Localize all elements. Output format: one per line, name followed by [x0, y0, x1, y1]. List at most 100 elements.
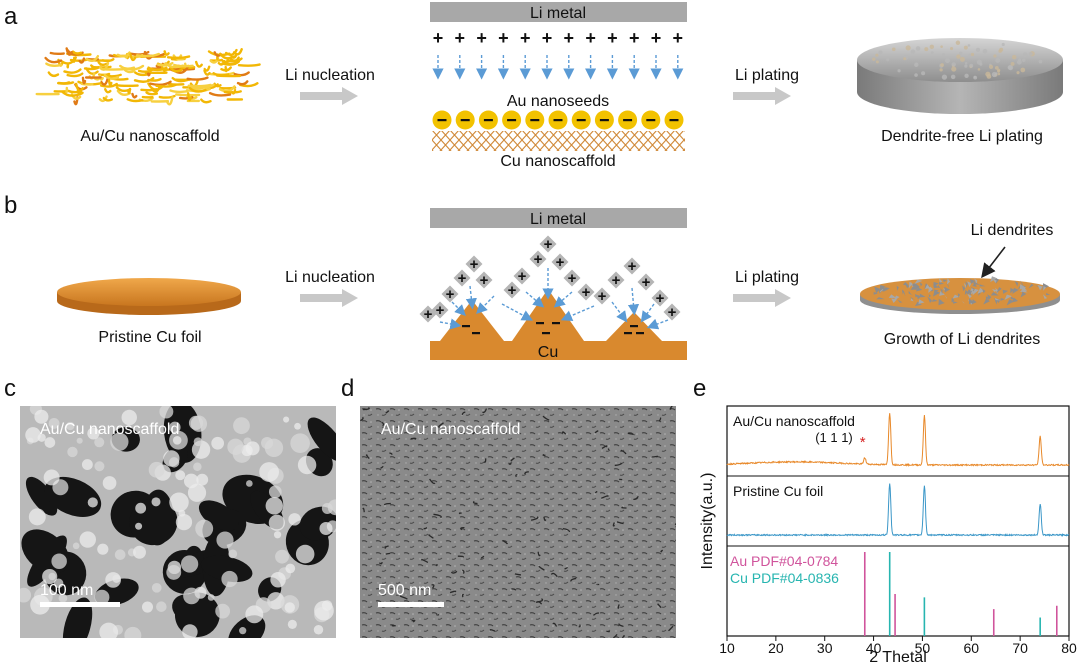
sem-crack	[617, 604, 620, 609]
nanoscaffold-strand	[129, 53, 137, 62]
dendrite-flake	[891, 298, 897, 304]
sem-crack	[385, 410, 390, 414]
sem-crack	[411, 619, 416, 623]
minus-sign	[536, 322, 544, 325]
li-grain	[969, 63, 974, 68]
dendrite-flake	[951, 297, 955, 303]
li-ion-marker	[651, 289, 669, 307]
sem-grain	[290, 433, 310, 453]
xrd-series-1-line	[726, 413, 1070, 468]
sem-image-nanoscaffold-500nm	[360, 406, 676, 638]
nanoscaffold-strand	[98, 61, 110, 71]
sem-image-nanoscaffold-100nm	[20, 406, 336, 638]
sem-grain	[48, 418, 60, 429]
flux-arrow	[560, 305, 595, 321]
nanoscaffold-strand	[224, 65, 228, 73]
sem-crack	[511, 588, 517, 591]
sem-grain	[159, 406, 174, 419]
li-grain	[1028, 51, 1033, 56]
dendrite-flake	[969, 279, 976, 284]
gray-arrow-icon	[733, 87, 791, 105]
li-grain	[1022, 52, 1028, 58]
sem-grain	[79, 531, 96, 548]
pristine-cu-foil-caption: Pristine Cu foil	[98, 329, 201, 346]
dendrite-flake	[915, 287, 923, 292]
minus-sign	[669, 119, 679, 122]
sem-crack	[621, 635, 625, 638]
pristine-cu-foil-illustration	[57, 278, 241, 315]
sem-crack	[562, 431, 567, 435]
sem-grain	[105, 572, 121, 588]
li-grain	[970, 52, 975, 57]
nanoscaffold-strand	[165, 96, 174, 106]
dendrite-flake	[928, 294, 931, 298]
dendrite-flake	[964, 289, 969, 295]
sem-grain	[188, 415, 204, 430]
li-ion-plus: +	[556, 254, 565, 271]
panel-e: e Au/Cu nanoscaffold(1 1 1)*Pristine Cu …	[693, 375, 1077, 665]
sem-grain	[28, 508, 46, 526]
nanoscaffold-strand	[203, 65, 211, 72]
dendrite-flake	[919, 282, 923, 287]
sem-grain	[175, 513, 193, 531]
sem-crack	[508, 462, 512, 466]
li-grain	[921, 71, 926, 76]
x-tick-label: 30	[817, 640, 833, 656]
li-ion-marker	[503, 281, 521, 299]
dendrite-flake	[972, 283, 977, 287]
sem-grain	[168, 457, 180, 468]
scale-bar-d	[378, 602, 444, 607]
nanoscaffold-strand	[169, 89, 189, 94]
li-grain	[939, 68, 943, 72]
dendrite-flake	[943, 286, 950, 292]
li-grain	[964, 62, 968, 65]
sem-grain	[135, 522, 143, 530]
dendrite-flake	[940, 288, 943, 295]
dendrite-flake	[901, 289, 905, 295]
sem-pore	[200, 555, 253, 583]
flux-arrow	[439, 318, 462, 330]
li-ion-plus: +	[582, 284, 591, 301]
li-grain	[951, 62, 956, 67]
sem-grain	[297, 455, 317, 475]
cu-substrate-with-tips	[430, 289, 687, 360]
sem-grain	[295, 544, 315, 564]
dendrite-covered-foil	[860, 276, 1060, 314]
li-ion-plus: +	[458, 270, 467, 287]
dendrite-flake	[995, 287, 999, 295]
dendrite-flake	[970, 287, 976, 291]
dendrite-flake	[972, 288, 979, 296]
sem-crack	[362, 507, 365, 513]
sem-crack	[429, 478, 436, 485]
nanoscaffold-strand	[188, 86, 207, 93]
li-ion-plus: +	[668, 304, 677, 321]
nanoscaffold-strand	[61, 90, 82, 97]
sem-crack	[461, 411, 466, 416]
sem-grain	[294, 422, 301, 430]
li-grain	[1001, 42, 1005, 47]
dendrite-flake	[938, 282, 945, 285]
sem-grain	[259, 462, 279, 482]
nanoscaffold-strand	[123, 53, 129, 59]
sem-crack	[616, 521, 624, 525]
nanoscaffold-strand	[57, 81, 71, 85]
nanoscaffold-strand	[187, 92, 192, 102]
minus-sign	[576, 119, 586, 122]
sem-grain	[313, 624, 324, 635]
sem-grain	[66, 421, 75, 431]
flux-arrow	[501, 303, 533, 321]
minus-sign	[630, 325, 638, 328]
li-grain	[944, 58, 950, 64]
sem-grain	[216, 531, 234, 549]
nanoscaffold-strand	[237, 63, 261, 67]
sem-crack	[483, 458, 487, 463]
sem-grain	[239, 627, 247, 635]
flux-arrow	[525, 291, 545, 308]
peak-111-annotation: (1 1 1)	[815, 430, 853, 445]
dendrite-flake	[933, 283, 939, 289]
cu-nanoscaffold-label: Cu nanoscaffold	[500, 153, 615, 170]
li-grain	[950, 47, 954, 51]
dendrite-flake	[996, 287, 1002, 294]
sem-grain	[182, 624, 198, 638]
li-grain	[997, 72, 1001, 76]
